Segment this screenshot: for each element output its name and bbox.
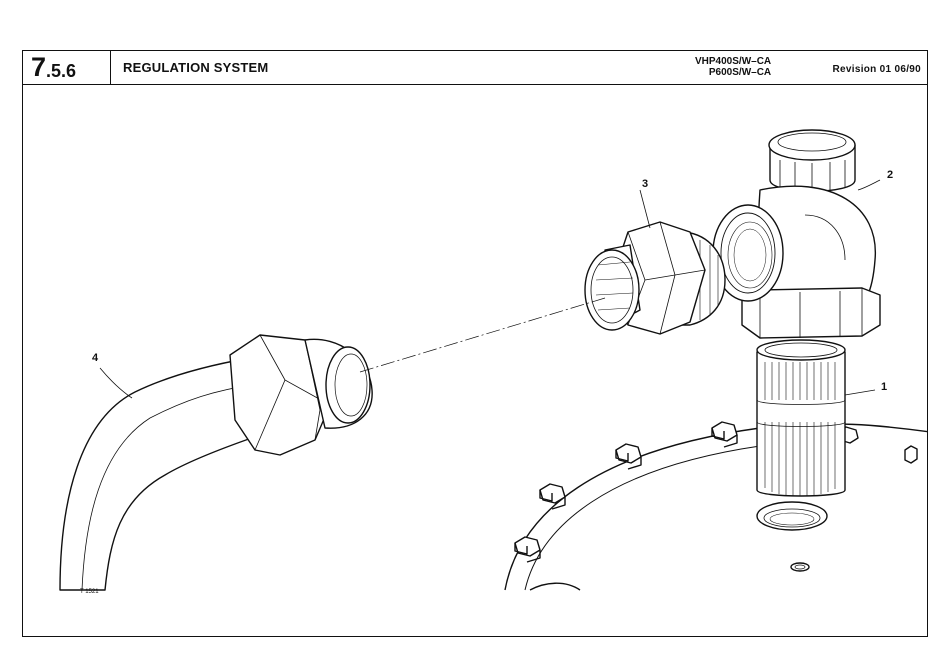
figure-code: T 1521 bbox=[80, 589, 99, 595]
callout-3: 3 bbox=[642, 178, 648, 190]
flange-bolt bbox=[712, 422, 737, 447]
callout-2: 2 bbox=[887, 169, 893, 181]
axis-line bbox=[360, 298, 605, 372]
part-1-nipple bbox=[757, 340, 845, 496]
leader-line-1 bbox=[845, 390, 875, 395]
callout-1: 1 bbox=[881, 381, 887, 393]
part-2-tee bbox=[713, 130, 880, 338]
flange-bolt bbox=[540, 484, 565, 509]
leader-line-3 bbox=[640, 190, 650, 228]
flange-plate bbox=[505, 422, 930, 590]
leader-line-2 bbox=[858, 180, 880, 190]
part-4-bent-pipe bbox=[60, 335, 372, 590]
part-3-hex-nipple bbox=[585, 222, 725, 334]
flange-bolt bbox=[515, 537, 540, 562]
callout-4: 4 bbox=[92, 352, 99, 364]
leader-line-4 bbox=[100, 368, 132, 398]
